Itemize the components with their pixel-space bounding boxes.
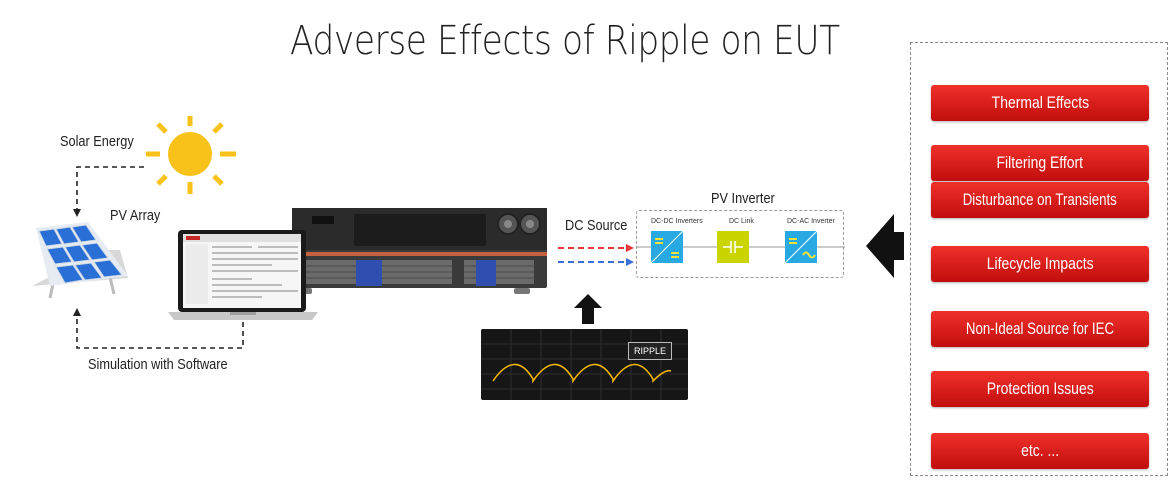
dc-source-arrows: [558, 244, 634, 266]
module-label-dclink: DC Link: [729, 218, 754, 225]
left-arrow-icon: [866, 214, 904, 278]
ripple-waveform: [481, 329, 688, 400]
solar-flow-arrow: [73, 166, 144, 217]
effect-thermal: Thermal Effects: [931, 85, 1149, 121]
ripple-tag: RIPPLE: [627, 342, 672, 360]
solar-energy-label: Solar Energy: [60, 133, 134, 150]
pv-inverter-label: PV Inverter: [711, 190, 775, 207]
effect-etc: etc. ...: [931, 433, 1149, 469]
simulation-flow-arrow: [73, 308, 244, 349]
effect-protection: Protection Issues: [931, 371, 1149, 407]
dc-link-icon: [717, 231, 749, 263]
pv-array-label: PV Array: [110, 207, 161, 224]
dc-dc-converter-icon: [651, 231, 683, 263]
dc-ac-inverter-icon: [785, 231, 817, 263]
power-supply-icon: [292, 208, 547, 294]
simulation-label: Simulation with Software: [88, 356, 228, 373]
ripple-scope-panel: RIPPLE: [481, 329, 688, 400]
sun-icon: [146, 116, 236, 194]
solar-panel-icon: [32, 222, 128, 299]
up-arrow-icon: [574, 294, 602, 324]
pv-inverter-box: DC-DC Inverters DC Link DC-AC Inverter: [636, 210, 845, 278]
module-label-dcac: DC-AC Inverter: [787, 218, 835, 225]
effect-non-ideal-source: Non-Ideal Source for IEC: [931, 311, 1149, 347]
module-label-dcdc: DC-DC Inverters: [651, 218, 703, 225]
effect-filtering: Filtering Effort: [931, 145, 1149, 181]
laptop-icon: [168, 230, 318, 320]
effect-disturbance: Disturbance on Transients: [931, 182, 1149, 218]
effects-list: Thermal Effects Filtering Effort Disturb…: [910, 42, 1168, 476]
effect-lifecycle: Lifecycle Impacts: [931, 246, 1149, 282]
dc-source-label: DC Source: [565, 217, 628, 234]
page-title: Adverse Effects of Ripple on EUT: [290, 18, 840, 64]
